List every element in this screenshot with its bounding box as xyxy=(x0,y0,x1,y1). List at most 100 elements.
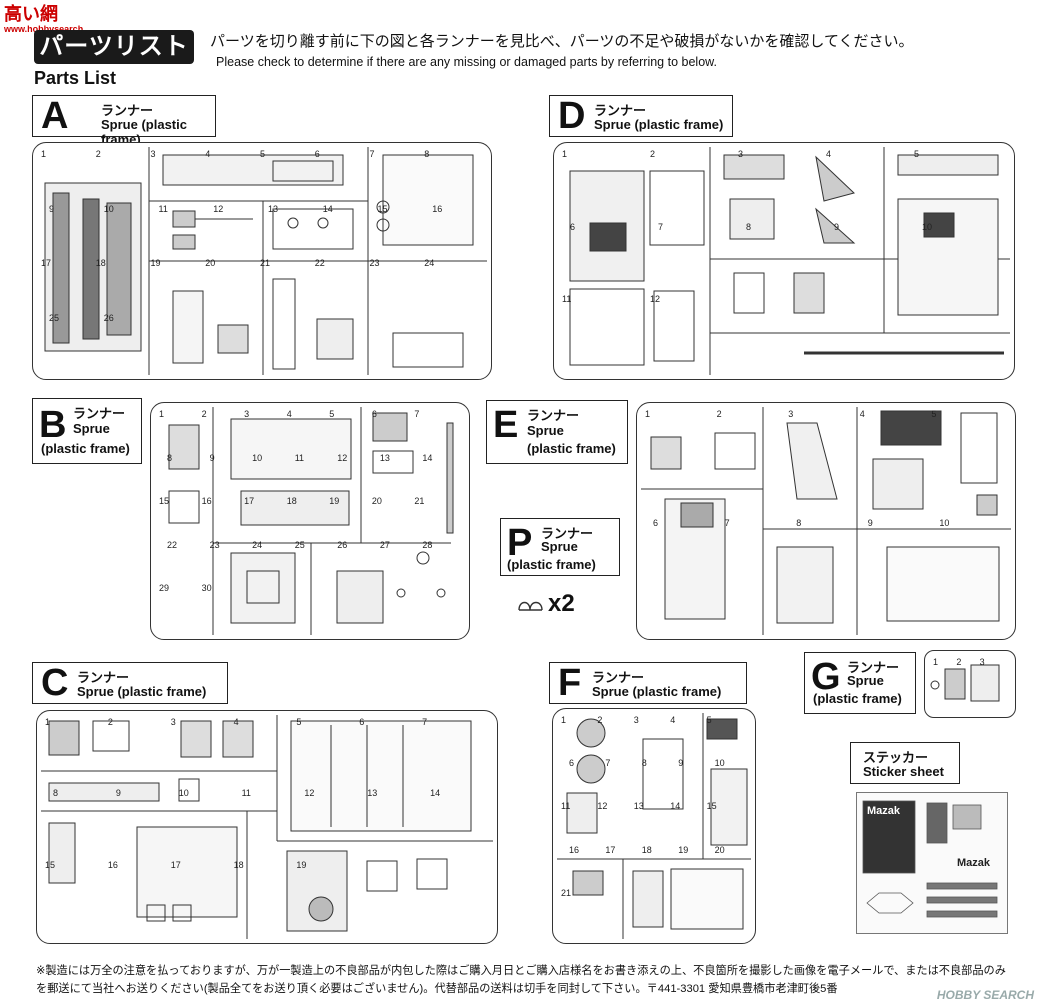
part-number-d: 11 xyxy=(562,294,572,305)
part-number-f: 7 xyxy=(605,758,611,769)
sprue-f-letter: F xyxy=(558,662,582,704)
sprue-c-label: C ランナー Sprue (plastic frame) xyxy=(32,662,228,704)
part-number-a: 2 xyxy=(95,149,101,159)
sprue-p-part-icon xyxy=(518,601,543,611)
sprue-b-parts-drawing xyxy=(168,407,454,635)
sprue-p-label: P ランナー Sprue (plastic frame) xyxy=(500,518,620,576)
part-number-f: 14 xyxy=(670,801,681,812)
part-number-d: 3 xyxy=(738,149,744,159)
part-number-a: 13 xyxy=(268,203,279,214)
logo-text: 高い網 xyxy=(4,4,58,24)
part-number-d: 5 xyxy=(914,149,920,159)
part-number-a: 7 xyxy=(369,149,375,159)
sprue-p-jp: ランナー xyxy=(541,526,594,541)
part-number-f: 20 xyxy=(714,844,725,855)
part-number-e: 7 xyxy=(724,518,730,528)
part-number-f: 4 xyxy=(670,715,676,725)
part-number-a: 21 xyxy=(260,258,271,268)
part-number-b: 10 xyxy=(252,452,263,463)
part-number-a: 25 xyxy=(49,312,60,323)
part-number-f: 17 xyxy=(605,844,616,855)
part-number-e: 10 xyxy=(939,518,950,528)
part-number-b: 18 xyxy=(286,496,297,507)
part-number-a: 11 xyxy=(158,203,168,214)
sprue-g-en2: (plastic frame) xyxy=(813,691,902,706)
part-number-a: 18 xyxy=(95,258,106,268)
part-number-c: 19 xyxy=(296,859,307,870)
part-number-c: 5 xyxy=(296,717,302,727)
part-number-b: 16 xyxy=(201,496,212,507)
footnote-line1: ※製造には万全の注意を払っておりますが、万が一製造上の不良部品が内包した際はご購… xyxy=(36,965,1006,977)
part-number-c: 15 xyxy=(45,859,56,870)
sprue-e-jp: ランナー xyxy=(527,408,580,423)
sprue-e-label: E ランナー Sprue (plastic frame) xyxy=(486,400,628,464)
part-number-b: 17 xyxy=(244,496,255,507)
part-number-c: 8 xyxy=(53,788,59,799)
part-number-c: 1 xyxy=(45,717,51,727)
part-number-c: 17 xyxy=(170,859,181,870)
part-number-a: 6 xyxy=(314,149,320,159)
sprue-a-jp: ランナー xyxy=(101,103,154,118)
sprue-d-parts-drawing xyxy=(569,147,1010,375)
sprue-p-letter: P xyxy=(507,522,533,564)
sprue-f-parts-drawing xyxy=(557,713,751,939)
part-number-f: 8 xyxy=(641,758,647,769)
part-number-b: 14 xyxy=(422,452,433,463)
sprue-g-label: G ランナー Sprue (plastic frame) xyxy=(804,652,916,714)
sprue-f-label: F ランナー Sprue (plastic frame) xyxy=(549,662,747,704)
part-number-f: 18 xyxy=(641,844,652,855)
part-number-f: 13 xyxy=(633,801,644,812)
part-number-b: 22 xyxy=(167,539,178,550)
sprue-p-en1: Sprue xyxy=(541,539,578,554)
sprue-b-jp: ランナー xyxy=(73,406,126,421)
part-number-b: 23 xyxy=(209,539,220,550)
part-number-b: 21 xyxy=(414,496,425,507)
sticker-sheet-drawing xyxy=(862,800,998,918)
part-number-b: 7 xyxy=(414,409,420,419)
part-number-a: 10 xyxy=(103,203,114,214)
part-number-a: 3 xyxy=(150,149,156,159)
part-number-e: 3 xyxy=(788,409,794,419)
part-number-b: 3 xyxy=(244,409,250,419)
part-number-c: 7 xyxy=(422,717,428,727)
sticker-en: Sticker sheet xyxy=(863,764,944,779)
sprue-g-letter: G xyxy=(811,656,841,698)
part-number-a: 5 xyxy=(260,149,266,159)
part-number-a: 19 xyxy=(150,258,161,268)
sprue-d-letter: D xyxy=(558,95,586,137)
part-number-b: 24 xyxy=(252,539,263,550)
part-number-b: 12 xyxy=(337,452,348,463)
part-number-f: 10 xyxy=(714,758,725,769)
sprue-c-en: Sprue (plastic frame) xyxy=(77,684,207,699)
part-number-a: 12 xyxy=(213,203,224,214)
logo-sub: www.hobbysearch... xyxy=(4,24,91,34)
part-number-g: 1 xyxy=(933,657,939,667)
sticker-jp: ステッカー xyxy=(863,750,929,765)
part-number-b: 28 xyxy=(422,539,433,550)
part-number-d: 1 xyxy=(562,149,568,159)
part-number-b: 1 xyxy=(159,409,165,419)
part-number-d: 9 xyxy=(834,221,840,232)
part-number-c: 3 xyxy=(170,717,176,727)
part-number-c: 11 xyxy=(241,788,251,799)
part-number-f: 9 xyxy=(678,758,684,769)
part-number-a: 17 xyxy=(41,258,52,268)
sprue-b-letter: B xyxy=(39,404,67,446)
part-number-a: 20 xyxy=(205,258,216,268)
hobbysearch-logo: 高い網 www.hobbysearch... xyxy=(4,4,91,40)
sprue-p-en2: (plastic frame) xyxy=(507,557,596,572)
part-number-f: 3 xyxy=(633,715,639,725)
part-number-e: 5 xyxy=(931,409,937,419)
part-number-b: 13 xyxy=(379,452,390,463)
part-number-f: 15 xyxy=(706,801,717,812)
part-number-b: 29 xyxy=(159,583,170,594)
part-number-b: 19 xyxy=(329,496,340,507)
sprue-g-jp: ランナー xyxy=(847,660,900,675)
part-number-a: 1 xyxy=(41,149,47,159)
part-number-d: 6 xyxy=(570,221,576,232)
part-number-c: 12 xyxy=(304,788,315,799)
sprue-e-parts-drawing xyxy=(641,407,1011,635)
part-number-b: 27 xyxy=(379,539,390,550)
part-number-e: 6 xyxy=(653,518,659,528)
